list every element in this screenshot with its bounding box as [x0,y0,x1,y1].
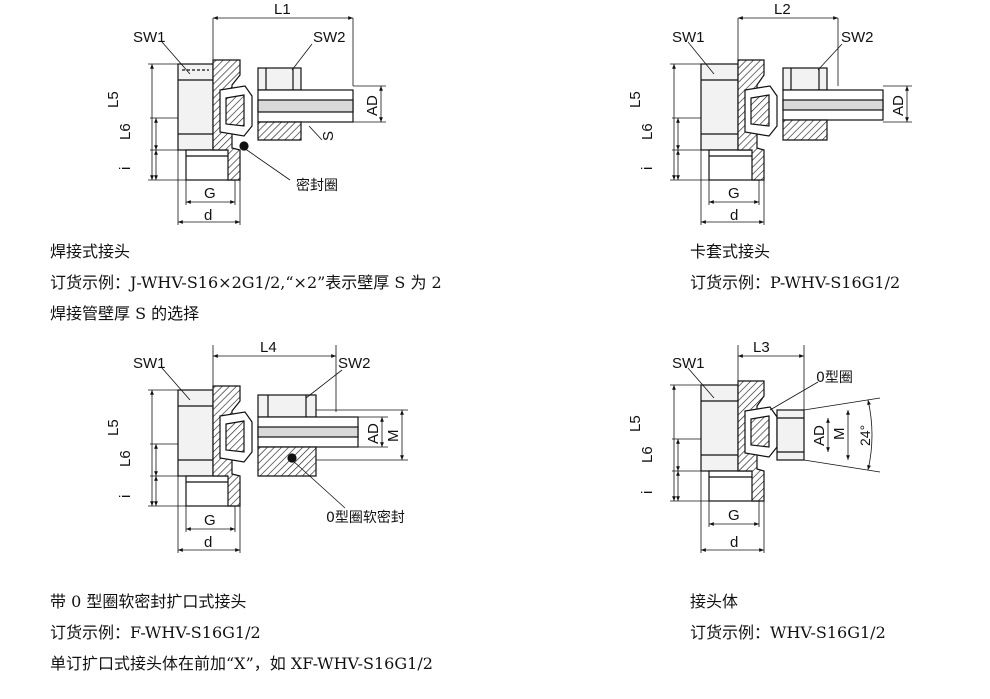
fig-weld-seal-label: 密封圈 [296,177,338,194]
fig-ferrule-ad-label: AD [890,95,907,116]
fig-body-ad-label: AD [811,425,828,446]
caption-ferrule-title: 卡套式接头 [690,242,771,261]
fig-flare-m-label: M [385,430,402,443]
fig-body-d-label: d [730,534,738,551]
fig-weld-d-label: d [204,207,212,224]
caption-body-order: 订货示例：WHV-S16G1/2 [690,623,886,642]
fig-weld-s-label: S [320,131,337,141]
fig-ferrule-l2-label: L2 [774,1,791,18]
figure-flared-fitting [148,345,408,553]
fig-body-l3-label: L3 [753,339,770,356]
fig-weld-ad-label: AD [364,95,381,116]
fig-ferrule-g-label: G [728,185,740,202]
fig-body-i-label: i [639,491,656,494]
fig-body-sw1-label: SW1 [672,355,705,372]
fig-weld-g-label: G [204,185,216,202]
fig-body-angle-label: 24° [857,425,873,446]
fig-ferrule-l5-label: L5 [627,91,644,108]
figure-ferrule-fitting [670,16,912,225]
fig-weld-l5-label: L5 [105,91,122,108]
fig-weld-sw1-label: SW1 [133,29,166,46]
fig-body-g-label: G [728,507,740,524]
caption-welded-order: 订货示例：J-WHV-S16×2G1/2,“×2”表示壁厚 S 为 2 [50,273,442,292]
caption-flared-order: 订货示例：F-WHV-S16G1/2 [50,623,261,642]
fig-ferrule-sw2-label: SW2 [841,29,874,46]
caption-welded: 焊接式接头 订货示例：J-WHV-S16×2G1/2,“×2”表示壁厚 S 为 … [50,236,442,329]
fig-flare-seal-label: 0型圈软密封 [326,509,405,526]
fig-flare-d-label: d [204,534,212,551]
fig-flare-g-label: G [204,512,216,529]
caption-body-title: 接头体 [690,592,739,611]
fig-weld-l6-label: L6 [117,123,134,140]
fig-flare-ad-label: AD [365,423,382,444]
fig-ferrule-sw1-label: SW1 [672,29,705,46]
fig-weld-i-label: i [117,167,134,170]
caption-flared-title: 带 0 型圈软密封扩口式接头 [50,592,247,611]
caption-flared: 带 0 型圈软密封扩口式接头 订货示例：F-WHV-S16G1/2 单订扩口式接… [50,586,433,679]
figure-welded-fitting [148,16,386,225]
caption-welded-note: 焊接管壁厚 S 的选择 [50,304,200,323]
caption-welded-title: 焊接式接头 [50,242,131,261]
fig-ferrule-i-label: i [639,167,656,170]
fig-body-l6-label: L6 [639,446,656,463]
fig-body-l5-label: L5 [627,415,644,432]
fig-body-m-label: M [831,428,848,441]
fig-body-oring-label: 0型圈 [816,370,853,386]
fig-ferrule-d-label: d [730,207,738,224]
fig-weld-sw2-label: SW2 [313,29,346,46]
fig-weld-l1-label: L1 [274,1,291,18]
caption-ferrule-order: 订货示例：P-WHV-S16G1/2 [690,273,901,292]
fig-flare-i-label: i [117,495,134,498]
fig-flare-l4-label: L4 [260,339,277,356]
fig-flare-sw2-label: SW2 [338,355,371,372]
fig-flare-l5-label: L5 [105,419,122,436]
fig-ferrule-l6-label: L6 [639,123,656,140]
caption-flared-note: 单订扩口式接头体在前加“X”，如 XF-WHV-S16G1/2 [50,654,433,673]
figure-fitting-body [670,345,881,553]
caption-body: 接头体 订货示例：WHV-S16G1/2 [690,586,886,648]
fig-flare-sw1-label: SW1 [133,355,166,372]
fig-flare-l6-label: L6 [117,450,134,467]
caption-ferrule: 卡套式接头 订货示例：P-WHV-S16G1/2 [690,236,900,298]
